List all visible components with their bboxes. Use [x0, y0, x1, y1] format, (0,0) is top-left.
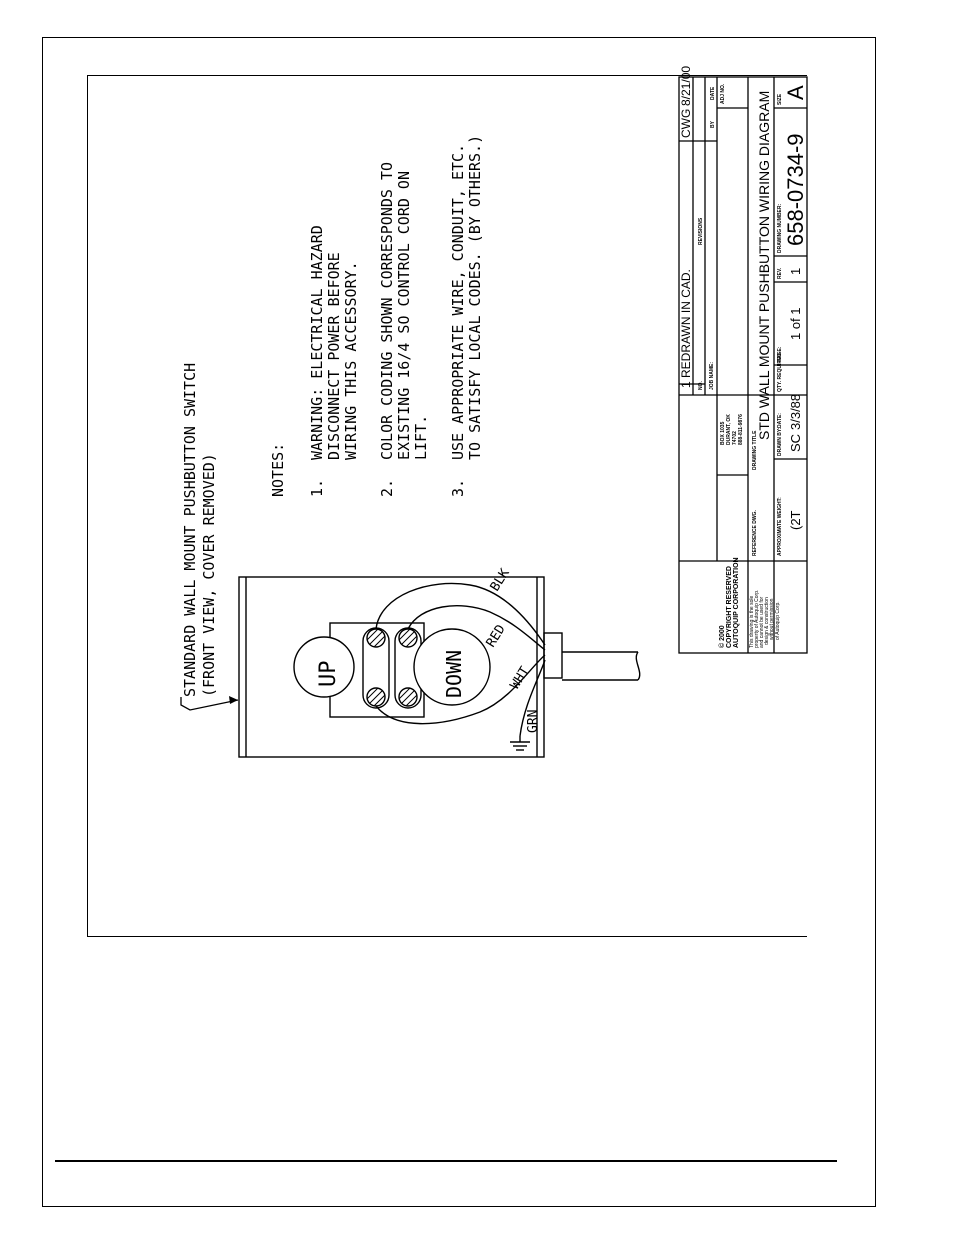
drawing-frame — [87, 75, 807, 937]
rev-label: REV. — [777, 267, 783, 279]
property-line-4: design & construction — [764, 597, 770, 645]
copyright-line-1: © 2000 — [718, 625, 726, 648]
notes: NOTES: 1. WARNING: ELECTRICAL HAZARD DIS… — [269, 135, 484, 497]
down-button — [413, 628, 491, 706]
copyright-line-2: COPYRIGHT RESERVED — [726, 566, 733, 648]
size-value: A — [783, 85, 808, 100]
revision-by: CWG — [679, 109, 693, 138]
title-block: 1 REDRAWN IN CAD. CWG 8/21/00 NO. REVISI… — [678, 66, 808, 654]
address-line-2: DURANT, OK — [726, 414, 732, 445]
note-2-line3: LIFT. — [412, 415, 430, 460]
note-1-number: 1. — [308, 479, 326, 497]
property-line-3: and cannot be used for — [759, 597, 765, 648]
terminal-screw — [398, 687, 418, 707]
down-label: DOWN — [442, 650, 466, 698]
wire-label-blk: BLK — [488, 566, 513, 594]
revision-date: 8/21/00 — [679, 66, 693, 106]
wire-label-red: RED — [484, 622, 509, 650]
wire-red — [407, 605, 546, 651]
ground-symbol — [510, 736, 530, 751]
job-name-label: JOB NAME: — [709, 362, 715, 390]
reference-dwg-label: REFERENCE DWG. — [752, 510, 758, 556]
strain-relief — [543, 632, 563, 679]
wire-blk — [375, 582, 546, 646]
title-note: STANDARD WALL MOUNT PUSHBUTTON SWITCH (F… — [180, 363, 239, 711]
note-2-number: 2. — [378, 479, 396, 497]
title-note-line2: (FRONT VIEW, COVER REMOVED) — [200, 453, 218, 697]
revision-description: REDRAWN IN CAD. — [679, 269, 693, 378]
address-line-4: 888-811-9876 — [738, 414, 744, 445]
approx-weight: (2T — [788, 510, 803, 530]
page-label: PAGE: — [777, 346, 783, 362]
page-value: 1 of 1 — [788, 307, 803, 340]
footer-rule — [55, 1160, 837, 1162]
up-label: UP — [316, 661, 341, 688]
leader-line — [180, 697, 239, 711]
drawing-number-label: DRAWING NUMBER: — [777, 204, 783, 253]
notes-heading: NOTES: — [269, 443, 287, 497]
terminal-hatching — [366, 628, 418, 707]
note-3-line2: TO SATISFY LOCAL CODES. (BY OTHERS.) — [466, 135, 484, 460]
note-1-line3: WIRING THIS ACCESSORY. — [342, 261, 360, 460]
wire-label-wht: WHT — [508, 664, 533, 692]
property-line-2: property of Autoquip Corp. — [754, 590, 760, 648]
note-2-line1: COLOR CODING SHOWN CORRESPONDS TO — [378, 162, 396, 460]
wire-label-grn: GRN — [526, 710, 541, 733]
revision-no: 1 — [679, 381, 693, 388]
qty-label: QTY. REQUIRED — [777, 353, 783, 392]
date-value: 3/3/88 — [788, 394, 803, 430]
address-line-1: BOX 1035 — [720, 421, 726, 445]
up-button — [293, 636, 355, 698]
leader-arrowhead — [229, 696, 238, 704]
rev-header-revisions: REVISIONS — [698, 217, 704, 245]
title-note-line1: STANDARD WALL MOUNT PUSHBUTTON SWITCH — [181, 363, 199, 697]
date-label: DATE: — [777, 413, 783, 428]
property-line-1: This drawing is the sole — [749, 596, 755, 648]
address-line-3: 74702 — [732, 431, 738, 445]
page-border — [42, 37, 876, 1207]
switch-enclosure — [238, 576, 545, 758]
size-label: SIZE — [777, 93, 783, 105]
approx-weight-label: APPROXIMATE WEIGHT: — [777, 497, 783, 556]
rev-value: 1 — [788, 268, 803, 275]
note-1-line1: WARNING: ELECTRICAL HAZARD — [308, 225, 326, 460]
switch-box — [238, 576, 641, 758]
wire-grn — [519, 659, 546, 737]
rev-header-by: BY — [710, 120, 716, 128]
drawing-title-label: DRAWING TITLE — [752, 430, 758, 470]
note-3-number: 3. — [449, 479, 467, 497]
rev-header-date: DATE — [710, 86, 716, 100]
wire-wht — [375, 654, 546, 725]
copyright-line-3: AUTOQUIP CORPORATION — [733, 557, 740, 648]
property-line-5: without permission — [769, 598, 775, 640]
job-no-label: ADJ NO. — [720, 83, 726, 104]
note-3-line1: USE APPROPRIATE WIRE, CONDUIT, ETC. — [449, 144, 467, 460]
drawing-title: STD WALL MOUNT PUSHBUTTON WIRING DIAGRAM — [756, 91, 772, 440]
cord-break — [635, 651, 641, 681]
note-1-line2: DISCONNECT POWER BEFORE — [325, 252, 343, 460]
rev-header-no: NO. — [698, 381, 704, 391]
drawn-by-label: DRAWN BY: — [777, 427, 783, 456]
drawing-number: 658-0734-9 — [783, 133, 808, 246]
property-line-6: of Autoquip Corp. — [775, 601, 781, 640]
note-2-line2: EXISTING 16/4 SO CONTROL CORD ON — [395, 171, 413, 460]
drawn-by: SC — [788, 434, 803, 452]
